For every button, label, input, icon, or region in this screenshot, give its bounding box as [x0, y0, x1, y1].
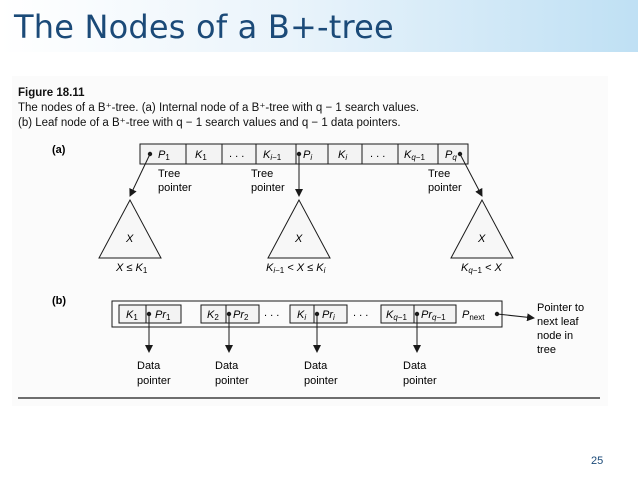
leaf-k1: K1: [126, 309, 138, 322]
node-ki: Ki: [338, 149, 347, 162]
node-k1: K1: [195, 149, 207, 162]
data-pointer-label-4a: Data: [403, 360, 427, 372]
leaf-ellipsis-2: . . .: [353, 307, 368, 319]
tree-pointer-label-left-2: pointer: [158, 182, 192, 194]
leaf-node: K1 Pr1 K2 Pr2 . . . Ki Pri . . . Kq−1 Pr…: [111, 300, 503, 328]
part-b-label: (b): [52, 295, 66, 307]
figure-caption-line1: The nodes of a B⁺-tree. (a) Internal nod…: [18, 102, 419, 114]
figure-caption-line2: (b) Leaf node of a B⁺-tree with q − 1 se…: [18, 117, 401, 129]
next-pointer-text-1: Pointer to: [537, 302, 584, 314]
condition-right: Kq−1 < X: [461, 262, 502, 275]
condition-left: X ≤ K1: [115, 262, 148, 275]
data-pointer-label-3a: Data: [304, 360, 328, 372]
slide-title: The Nodes of a B+-tree: [14, 8, 394, 46]
subtree-left: [98, 198, 162, 259]
node-kq-1: Kq−1: [404, 149, 425, 162]
internal-node: P1 K1 . . . Ki−1 Pi Ki . . . Kq−1 Pq: [139, 143, 469, 165]
tree-pointer-arrow-right: [459, 153, 483, 197]
data-pointer-label-2a: Data: [215, 360, 239, 372]
next-leaf-pointer-arrow: [496, 313, 535, 322]
tree-pointer-label-right-1: Tree: [428, 168, 450, 180]
tree-pointer-label-right-2: pointer: [428, 182, 462, 194]
data-pointer-label-2b: pointer: [215, 375, 249, 387]
leaf-pri: Pri: [322, 309, 335, 322]
tree-pointer-label-middle-2: pointer: [251, 182, 285, 194]
leaf-ki: Ki: [297, 309, 306, 322]
leaf-pnext: Pnext: [462, 309, 485, 322]
data-pointer-label-1b: pointer: [137, 375, 171, 387]
node-ellipsis-1: . . .: [229, 148, 244, 160]
leaf-prq-1: Prq−1: [421, 309, 446, 322]
leaf-pr1: Pr1: [155, 309, 171, 322]
title-bar: [0, 0, 638, 52]
part-a-label: (a): [52, 144, 66, 156]
node-p1: P1: [158, 149, 170, 162]
subtree-right: [450, 198, 514, 259]
tree-pointer-label-left-1: Tree: [158, 168, 180, 180]
node-pi: Pi: [303, 149, 312, 162]
data-pointer-label-4b: pointer: [403, 375, 437, 387]
node-ki-1: Ki−1: [263, 149, 282, 162]
next-pointer-text-3: node in: [537, 330, 573, 342]
leaf-k2: K2: [207, 309, 219, 322]
subtree-middle-x: X: [294, 233, 303, 245]
node-ellipsis-2: . . .: [370, 148, 385, 160]
subtree-middle: [267, 198, 331, 259]
leaf-ellipsis-1: . . .: [264, 307, 279, 319]
leaf-pr2: Pr2: [233, 309, 249, 322]
subtree-left-x: X: [125, 233, 134, 245]
data-pointer-label-3b: pointer: [304, 375, 338, 387]
data-pointer-label-1a: Data: [137, 360, 161, 372]
next-pointer-text-2: next leaf: [537, 316, 580, 328]
tree-pointer-arrow-left: [129, 153, 151, 197]
condition-middle: Ki−1 < X ≤ Ki: [266, 262, 326, 275]
leaf-kq-1: Kq−1: [386, 309, 407, 322]
node-pq: Pq: [445, 149, 457, 162]
subtree-right-x: X: [477, 233, 486, 245]
tree-pointer-label-middle-1: Tree: [251, 168, 273, 180]
next-pointer-text-4: tree: [537, 344, 556, 356]
page-number: 25: [591, 455, 604, 467]
figure-label: Figure 18.11: [18, 87, 85, 99]
